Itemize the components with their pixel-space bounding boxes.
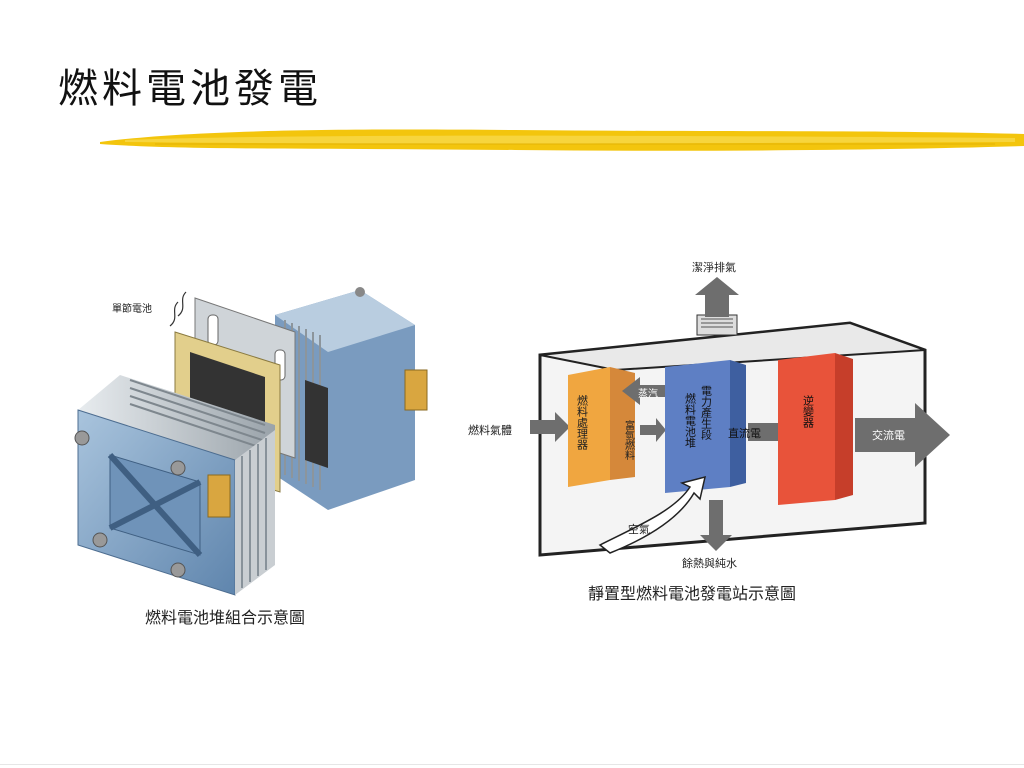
rear-stack <box>275 287 428 510</box>
footer-divider <box>0 764 1024 765</box>
power-station-diagram: 潔淨排氣 燃料氣體 燃料處理器 富氫燃料 蒸汽 電力產生段 燃料電池堆 直流電 … <box>468 260 950 570</box>
hydrogen-fuel-label: 富氫燃料 <box>623 419 635 461</box>
stack-diagram-caption: 燃料電池堆組合示意圖 <box>145 608 306 627</box>
fuel-input-arrow <box>530 412 570 442</box>
ac-output-arrow <box>855 403 950 467</box>
fuel-gas-label: 燃料氣體 <box>468 423 512 437</box>
steam-arrow <box>622 377 665 405</box>
station-diagram-caption: 靜置型燃料電池發電站示意圖 <box>588 584 797 603</box>
ac-label: 交流電 <box>872 428 905 442</box>
air-label: 空氣 <box>628 522 650 536</box>
air-arrow <box>598 475 707 554</box>
inverter-label: 逆變器 <box>802 394 815 429</box>
single-cell-label: 單節電池 <box>112 302 152 315</box>
fuel-cell-stack-diagram: 單節電池 <box>74 287 428 596</box>
waste-heat-arrow <box>700 500 732 551</box>
exhaust-arrow <box>695 277 739 317</box>
steam-label: 蒸汽 <box>638 387 658 400</box>
slide-title: 燃料電池發電 <box>58 66 322 112</box>
waste-heat-label: 餘熱與純水 <box>682 556 737 570</box>
fuel-cell-stack-label: 燃料電池堆 <box>684 392 697 448</box>
hydrogen-arrow <box>640 418 666 442</box>
front-stack <box>74 375 275 596</box>
title-underline-brush <box>100 129 1024 151</box>
fuel-processor-block: 燃料處理器 富氫燃料 <box>568 367 635 487</box>
fuel-processor-label: 燃料處理器 <box>576 394 589 451</box>
fuel-cell-stack-block: 電力產生段 燃料電池堆 <box>665 360 746 493</box>
inverter-block: 逆變器 <box>778 353 853 505</box>
power-section-label: 電力產生段 <box>700 385 713 441</box>
dc-label: 直流電 <box>728 426 761 440</box>
clean-exhaust-label: 潔淨排氣 <box>692 260 736 274</box>
